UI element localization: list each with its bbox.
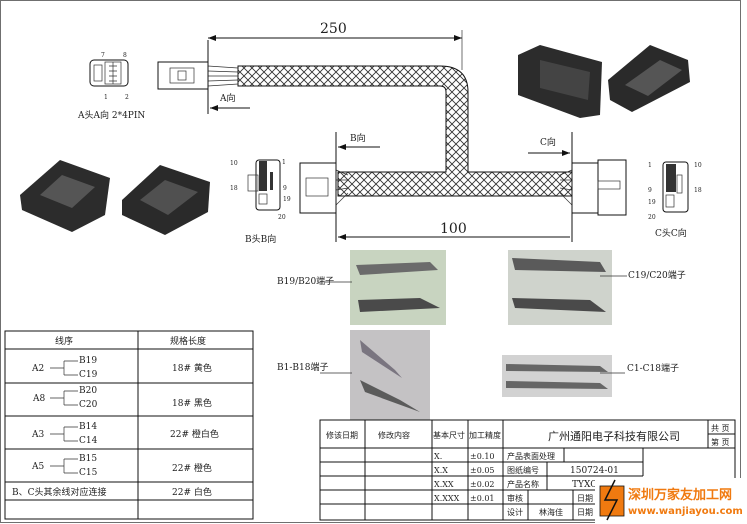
drawing-text: 1 — [282, 159, 286, 166]
drawing-text: 8 — [123, 52, 127, 59]
drawing-text: 18 — [694, 187, 702, 194]
drawing-text: www.wanjiayou.com — [628, 506, 743, 517]
a-direction-label: A向 — [219, 92, 236, 104]
drawing-text: 20 — [278, 214, 286, 221]
company-name: 广州通阳电子科技有限公司 — [548, 429, 680, 443]
drawing-text: 1 — [648, 162, 652, 169]
drawing-text: 10 — [230, 160, 238, 167]
drawing-text: B15 — [79, 454, 97, 464]
note-row-spec: 22# 白色 — [172, 486, 212, 498]
watermark: 深圳万家友加工网 www.wanjiayou.com — [595, 478, 747, 524]
dimension-label-100: 100 — [440, 221, 467, 237]
drawing-text: C14 — [79, 436, 98, 446]
drawing-text: B20 — [79, 386, 97, 396]
drawing-text: 日期 — [577, 494, 593, 503]
drawing-text: 18# 黑色 — [172, 397, 212, 409]
note-row-text: B、C头其余线对应连接 — [12, 486, 107, 498]
drawing-text: A3 — [31, 430, 44, 440]
title-block: 修该日期 修改内容 基本尺寸 加工精度 广州通阳电子科技有限公司 共 页 第 页… — [319, 419, 736, 521]
label-b19-b20-terminal: B19/B20端子 — [277, 275, 334, 287]
b-direction-label: B向 — [350, 132, 366, 144]
drawing-text: 19 — [648, 199, 656, 206]
drawing-text: 日期 — [577, 508, 593, 517]
dimension-label-250: 250 — [320, 21, 347, 37]
c-head-label: C头C向 — [655, 227, 687, 239]
table-row: A8 B20 C20 18# 黑色 — [32, 386, 212, 410]
b-head-pin-view: 10 1 18 9 19 20 B头B向 — [230, 159, 291, 245]
connector-a: A向 — [157, 40, 250, 114]
drawing-text: 图纸编号 — [507, 465, 539, 475]
photo-c1-c18-terminal — [502, 355, 612, 397]
connector-3d-render-left — [20, 160, 210, 235]
wire-table: 线序 规格长度 A2 B19 C19 18# 黄色 A8 B20 C20 18#… — [4, 330, 254, 520]
photo-c19-c20-terminal — [508, 250, 612, 325]
connector-b: B向 — [299, 132, 380, 242]
drawing-text: C19 — [79, 370, 98, 380]
drawing-text: X.XX — [434, 480, 454, 489]
drawing-text: C20 — [79, 400, 98, 410]
drawing-text: A5 — [31, 462, 44, 472]
dimension-100: 100 — [338, 221, 570, 238]
a-head-pin-view: 7 8 1 2 A头A向 2*4PIN — [77, 52, 145, 121]
drawing-text: 基本尺寸 — [433, 430, 465, 440]
drawing-text: 1 — [104, 94, 108, 101]
table-row: A3 B14 C14 22# 橙白色 — [31, 422, 219, 446]
drawing-text: 7 — [101, 52, 105, 59]
drawing-text: A2 — [31, 364, 44, 374]
drawing-text: 第 页 — [711, 437, 730, 447]
drawing-text: 设计 — [507, 507, 523, 517]
drawing-text: 产品名称 — [507, 479, 539, 489]
dimension-250: 250 — [208, 21, 463, 70]
drawing-text: B19 — [79, 356, 97, 366]
drawing-text: C15 — [79, 468, 98, 478]
drawing-text: B14 — [79, 422, 97, 432]
drawing-text: ±0.01 — [470, 494, 495, 503]
drawing-text: 2 — [125, 94, 129, 101]
drawing-text: 20 — [648, 214, 656, 221]
photo-b19-b20-terminal — [350, 250, 446, 325]
drawing-text: 22# 橙色 — [172, 462, 212, 474]
drawing-text: 深圳万家友加工网 — [628, 487, 732, 503]
drawing-text: ±0.05 — [470, 466, 495, 475]
drawing-text: A8 — [32, 394, 45, 404]
table-row: A5 B15 C15 22# 橙色 — [31, 454, 212, 478]
braided-cable — [237, 65, 573, 197]
drawing-text: 18# 黄色 — [172, 362, 212, 374]
b-head-label: B头B向 — [245, 233, 276, 245]
drawing-text: X.XXX — [434, 494, 460, 503]
drawing-text: 审核 — [507, 493, 523, 503]
drawing-text: 19 — [283, 196, 291, 203]
drawing-text: 加工精度 — [469, 430, 501, 440]
drawing-text: 18 — [230, 185, 238, 192]
designer-name: 林海佳 — [539, 507, 563, 517]
drawing-text: X.X — [434, 466, 448, 475]
drawing-text: 修改内容 — [378, 430, 410, 440]
drawing-text: 修该日期 — [326, 430, 358, 440]
col-header-wire-order: 线序 — [55, 335, 73, 347]
drawing-text: 22# 橙白色 — [170, 428, 219, 440]
c-direction-label: C向 — [540, 136, 556, 148]
drawing-text: ±0.10 — [470, 452, 495, 461]
c-head-pin-view: 1 10 9 18 19 20 C头C向 — [648, 161, 702, 239]
drawing-text: 9 — [648, 187, 652, 194]
drawing-text: X. — [434, 452, 442, 461]
connector-3d-render-top — [518, 45, 690, 118]
table-row: A2 B19 C19 18# 黄色 — [31, 356, 212, 380]
drawing-number: 150724-01 — [570, 466, 619, 476]
drawing-text: 10 — [694, 162, 702, 169]
label-c1-c18-terminal: C1-C18端子 — [627, 362, 679, 374]
drawing-text: 9 — [283, 185, 287, 192]
product-name: TYXC — [572, 480, 597, 490]
drawing-text: ±0.02 — [470, 480, 495, 489]
col-header-spec: 规格长度 — [170, 335, 206, 347]
connector-c: C向 — [528, 132, 627, 242]
label-b1-b18-terminal: B1-B18端子 — [277, 361, 328, 373]
a-head-label: A头A向 2*4PIN — [77, 109, 145, 121]
drawing-text: 共 页 — [711, 424, 730, 433]
drawing-text: 产品表面处理 — [507, 451, 555, 461]
label-c19-c20-terminal: C19/C20端子 — [628, 269, 686, 281]
photo-b1-b18-terminal — [350, 330, 430, 420]
